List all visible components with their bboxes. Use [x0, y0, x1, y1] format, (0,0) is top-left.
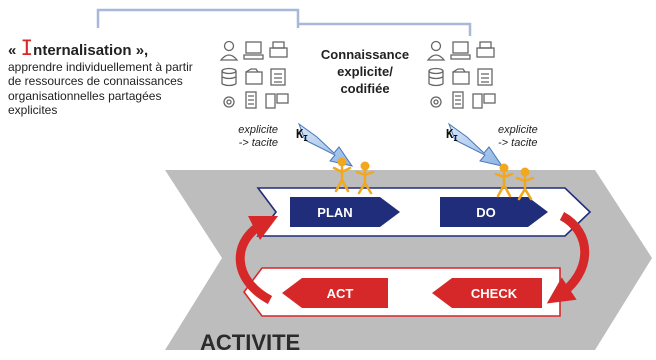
knowledge-label-line3: codifiée: [340, 81, 390, 96]
do-label: DO: [476, 205, 496, 220]
flow-note-left: explicite -> tacite: [216, 124, 278, 150]
flow-note-right-line2: -> tacite: [498, 137, 538, 149]
internalisation-title: « Internalisation »,: [8, 36, 148, 60]
k-sub-left: I: [303, 134, 308, 143]
act-step: ACT: [282, 278, 388, 308]
svg-text:KI: KI: [296, 127, 308, 143]
flow-note-right-line1: explicite: [498, 124, 538, 136]
resources-left-icon: [219, 40, 289, 109]
flow-note-left-line2: -> tacite: [238, 137, 278, 149]
people-left-icon: [332, 157, 375, 195]
do-step: DO: [440, 197, 548, 227]
title-initial: I: [20, 36, 34, 60]
internalisation-description: apprendre individuellement à partir de r…: [8, 60, 193, 118]
k-letter-right: K: [446, 127, 454, 141]
knowledge-label-line2: explicite/: [337, 64, 393, 79]
check-step: CHECK: [432, 278, 542, 308]
svg-text:KI: KI: [446, 127, 458, 143]
flow-note-right: explicite -> tacite: [498, 124, 538, 150]
plan-step: PLAN: [290, 197, 400, 227]
k-arrow-right: KI: [446, 122, 504, 167]
k-arrow-left: KI: [296, 122, 354, 167]
act-label: ACT: [327, 286, 354, 301]
loop-arrow-right: [546, 212, 590, 304]
flow-note-left-line1: explicite: [238, 124, 278, 136]
knowledge-label: Connaissance explicite/ codifiée: [300, 46, 430, 97]
top-bracket-branch: [298, 22, 472, 36]
resources-right-icon: [426, 40, 496, 109]
k-sub-right: I: [453, 134, 458, 143]
title-prefix: «: [8, 42, 21, 59]
people-right-icon: [494, 163, 535, 201]
knowledge-label-line1: Connaissance: [320, 47, 410, 62]
check-label: CHECK: [471, 286, 518, 301]
k-letter-left: K: [296, 127, 304, 141]
plan-label: PLAN: [317, 205, 352, 220]
top-bracket: [96, 8, 300, 28]
title-rest: nternalisation »,: [33, 42, 149, 59]
activity-label: ACTIVITE: [200, 330, 300, 355]
loop-arrow-left: [235, 215, 279, 304]
